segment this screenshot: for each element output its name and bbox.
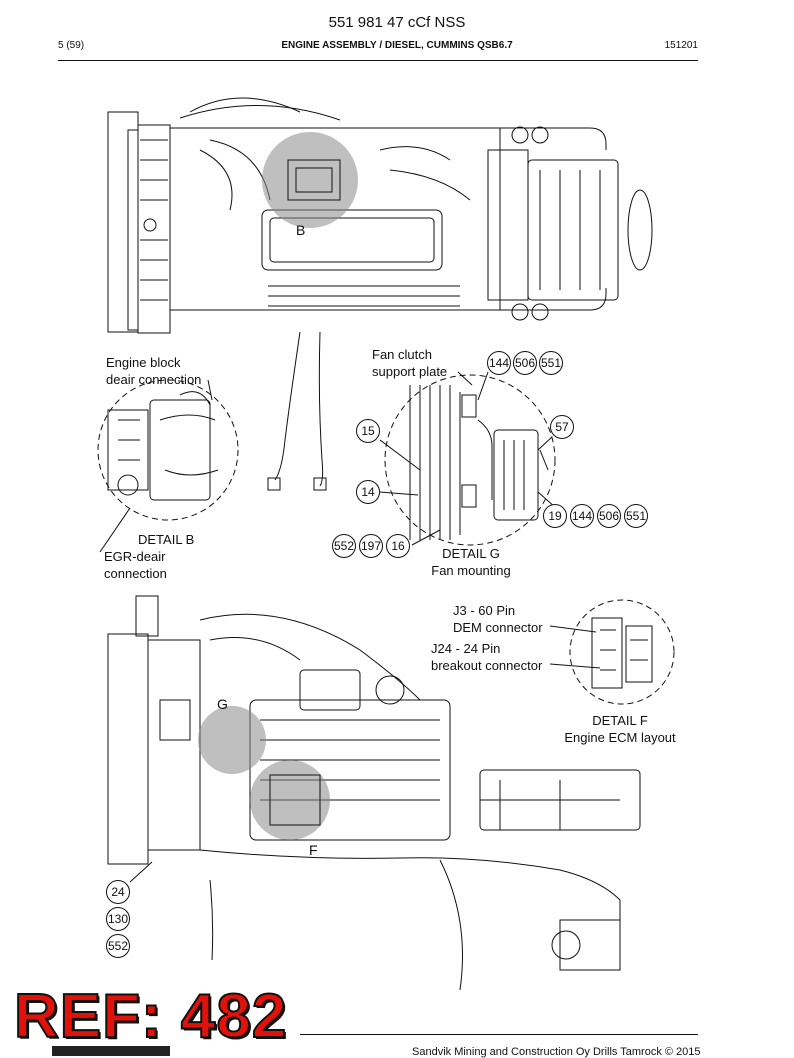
top-view-engine xyxy=(107,97,653,491)
bubble-16: 16 xyxy=(386,534,410,558)
bubble-506-bottom: 506 xyxy=(597,504,621,528)
ref-stamp: REF: 482 xyxy=(13,982,288,1051)
detail-g-caption: DETAIL G Fan mounting xyxy=(428,545,514,579)
detail-f-line-2: Engine ECM layout xyxy=(564,730,676,745)
header-rule xyxy=(58,60,698,61)
engine-block-label: Engine block deair connection xyxy=(106,354,201,388)
detail-g-highlight xyxy=(198,706,266,774)
footer-copyright: Sandvik Mining and Construction Oy Drill… xyxy=(412,1046,701,1058)
engine-block-line-2: deair connection xyxy=(106,372,202,387)
side-view-letter-f: F xyxy=(309,842,318,858)
section-title: ENGINE ASSEMBLY / DIESEL, CUMMINS QSB6.7 xyxy=(281,40,513,51)
fan-clutch-label: Fan clutch support plate xyxy=(372,346,447,380)
j3-line-1: J3 - 60 Pin xyxy=(453,603,516,618)
bubble-144-bottom: 144 xyxy=(570,504,594,528)
bubble-130: 130 xyxy=(106,907,130,931)
bubble-552-side: 552 xyxy=(106,934,130,958)
detail-g-line-1: DETAIL G xyxy=(442,546,500,561)
j3-line-2: DEM connector xyxy=(453,620,543,635)
bubble-19: 19 xyxy=(543,504,567,528)
bubble-24: 24 xyxy=(106,880,130,904)
detail-g-view xyxy=(384,374,556,546)
fan-clutch-line-2: support plate xyxy=(372,364,448,379)
detail-g-line-2: Fan mounting xyxy=(431,563,511,578)
document-code: 151201 xyxy=(664,40,698,51)
bubble-552-fan: 552 xyxy=(332,534,356,558)
bubble-197: 197 xyxy=(359,534,383,558)
detail-b-view xyxy=(97,379,239,521)
document-title: 551 981 47 cCf NSS xyxy=(328,14,466,31)
j3-connector-label: J3 - 60 Pin DEM connector xyxy=(453,602,543,636)
detail-f-highlight xyxy=(250,760,330,840)
engine-block-line-1: Engine block xyxy=(106,355,181,370)
bubble-551-top: 551 xyxy=(539,351,563,375)
side-view-engine xyxy=(107,595,641,991)
footer-rule xyxy=(300,1034,698,1035)
detail-b-caption: DETAIL B xyxy=(138,532,195,547)
j24-line-2: breakout connector xyxy=(431,658,543,673)
bubble-15: 15 xyxy=(356,419,380,443)
detail-f-line-1: DETAIL F xyxy=(592,713,648,728)
detail-f-view xyxy=(569,599,675,705)
detail-f-caption: DETAIL F Engine ECM layout xyxy=(555,712,685,746)
page-indicator: 5 (59) xyxy=(58,40,85,51)
egr-deair-label: EGR-deair connection xyxy=(104,548,167,582)
sandvik-logo xyxy=(52,1046,170,1056)
side-view-letter-g: G xyxy=(217,696,228,712)
j24-connector-label: J24 - 24 Pin breakout connector xyxy=(431,640,542,674)
top-view-letter-b: B xyxy=(296,222,306,238)
bubble-14: 14 xyxy=(356,480,380,504)
egr-line-2: connection xyxy=(104,566,167,581)
egr-line-1: EGR-deair xyxy=(104,549,166,564)
j24-line-1: J24 - 24 Pin xyxy=(431,641,501,656)
detail-b-highlight xyxy=(262,132,358,228)
bubble-144-top: 144 xyxy=(487,351,511,375)
bubble-57: 57 xyxy=(550,415,574,439)
bubble-551-bottom: 551 xyxy=(624,504,648,528)
bubble-506-top: 506 xyxy=(513,351,537,375)
fan-clutch-line-1: Fan clutch xyxy=(372,347,432,362)
